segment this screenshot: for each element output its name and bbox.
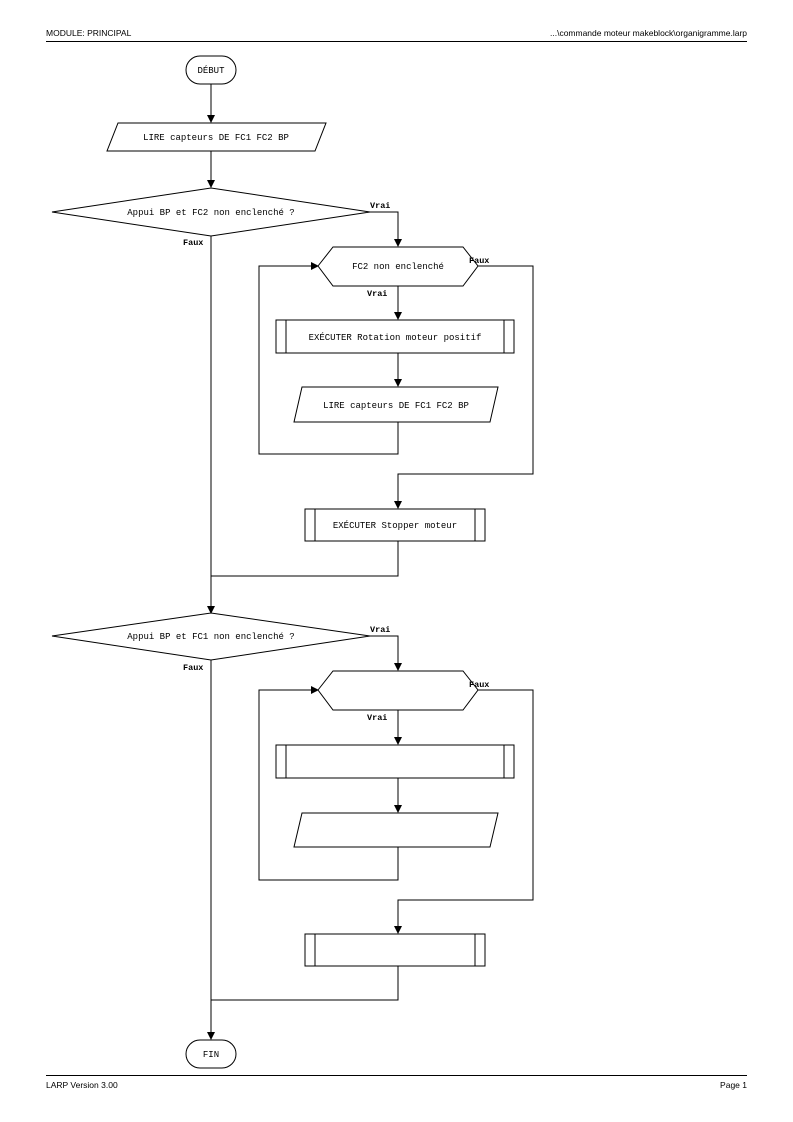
line-exec4-merge (211, 966, 399, 1001)
read-input-2-label: LIRE capteurs DE FC1 FC2 BP (323, 401, 469, 411)
end-label: FIN (203, 1050, 219, 1060)
decision-1-false-label: Faux (183, 238, 203, 248)
decision-2-label: Appui BP et FC1 non enclenché ? (127, 632, 294, 642)
loop-2-false-label: Faux (469, 680, 489, 690)
start-label: DÉBUT (197, 65, 225, 76)
exec-process-4 (304, 933, 486, 967)
header-rule (46, 41, 747, 42)
loop-2-true-label: Vrai (367, 713, 387, 723)
arrow-loop2-back (258, 686, 399, 881)
arrow-loop1-exit (394, 265, 534, 509)
decision-1: Appui BP et FC2 non enclenché ? (51, 187, 371, 237)
start-node: DÉBUT (185, 55, 237, 85)
decision-1-label: Appui BP et FC2 non enclenché ? (127, 208, 294, 218)
exec-process-1-label: EXÉCUTER Rotation moteur positif (309, 332, 482, 343)
exec-process-3 (275, 744, 515, 779)
exec-process-2-label: EXÉCUTER Stopper moteur (333, 520, 457, 531)
header-file-path: ...\commande moteur makeblock\organigram… (550, 28, 747, 38)
footer-version: LARP Version 3.00 (46, 1080, 118, 1090)
while-loop-2 (317, 670, 479, 711)
footer-page-number: Page 1 (720, 1080, 747, 1090)
read-input-1: LIRE capteurs DE FC1 FC2 BP (106, 122, 327, 152)
read-input-2: LIRE capteurs DE FC1 FC2 BP (293, 386, 499, 423)
loop-1-false-label: Faux (469, 256, 489, 266)
decision-2-false-label: Faux (183, 663, 203, 673)
while-loop-1-label: FC2 non enclenché (352, 262, 444, 272)
exec-process-1: EXÉCUTER Rotation moteur positif (275, 319, 515, 354)
arrow-loop2-exit (394, 689, 534, 934)
arrow-loop1-back (258, 262, 399, 455)
loop-1-true-label: Vrai (367, 289, 387, 299)
line-exec2-merge (211, 541, 399, 577)
flow-connectors (207, 84, 534, 1040)
decision-1-true-label: Vrai (370, 201, 390, 211)
arrow-decision1-true (370, 211, 402, 247)
header-module-title: MODULE: PRINCIPAL (46, 28, 132, 38)
arrow-decision2-true (370, 635, 402, 671)
read-input-3 (293, 812, 499, 848)
decision-2-true-label: Vrai (370, 625, 390, 635)
decision-2: Appui BP et FC1 non enclenché ? (51, 612, 371, 661)
footer-rule (46, 1075, 747, 1076)
read-input-1-label: LIRE capteurs DE FC1 FC2 BP (143, 133, 289, 143)
while-loop-1: FC2 non enclenché (317, 246, 479, 287)
end-node: FIN (185, 1039, 237, 1069)
exec-process-2: EXÉCUTER Stopper moteur (304, 508, 486, 542)
